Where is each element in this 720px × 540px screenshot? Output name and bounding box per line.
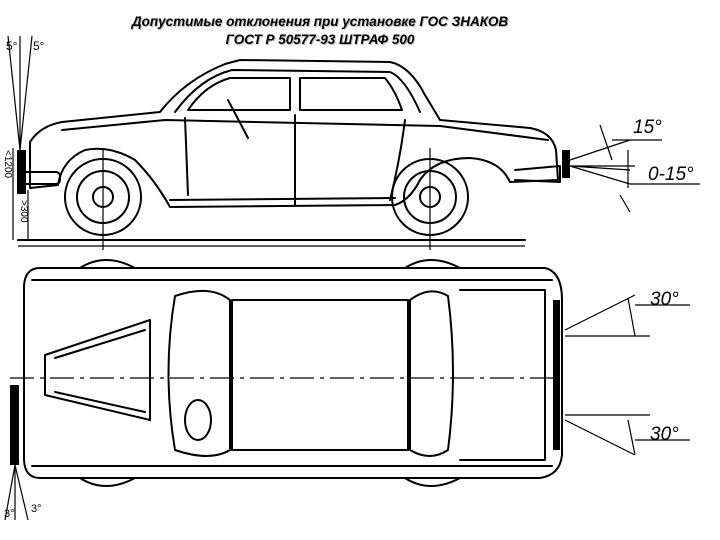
trunk-top [459, 289, 546, 461]
hood-shape [44, 319, 151, 421]
roof-top [231, 299, 409, 451]
rear-upper-angle-lines [564, 294, 690, 337]
car-body-top [23, 267, 563, 479]
title-line-1: Допустимые отклонения при установке ГОС … [131, 14, 509, 29]
rear-side-lower-label: 30° [650, 424, 679, 445]
rear-door-window [299, 77, 403, 111]
side-view [7, 35, 700, 250]
height-max-label: <1200 [2, 150, 13, 179]
height-min-label: >300 [18, 200, 29, 223]
steering-wheel [184, 399, 212, 441]
rear-tilt-leaders [612, 139, 700, 185]
rear-bumper-side [514, 165, 561, 183]
wheel-bulges [79, 259, 461, 487]
front-plate-top [10, 385, 19, 465]
front-bottom-angle-lines [4, 464, 29, 521]
rocker-panel [169, 197, 396, 201]
top-view [4, 259, 690, 521]
rear-tilt-arcs [599, 124, 631, 213]
hood-lines [54, 329, 146, 413]
front-right-angle-label: 5° [33, 39, 45, 53]
rear-tilt-down-label: 0-15° [648, 164, 694, 185]
body-side-lines [31, 279, 553, 467]
rear-side-upper-label: 30° [650, 289, 679, 310]
front-left-angle-label: 5° [6, 39, 18, 53]
rear-plate-top [553, 300, 560, 450]
rear-plate-side [562, 150, 570, 178]
front-door-window [187, 77, 291, 111]
rear-tilt-lines [569, 139, 635, 185]
front-bottom-right-label: 3° [31, 503, 42, 515]
front-bottom-left-label: 3° [4, 508, 15, 520]
rear-window-top [409, 290, 454, 457]
door-line-front [184, 117, 189, 196]
title-line-2: ГОСТ Р 50577-93 ШТРАФ 500 [225, 32, 415, 47]
front-angle-lines [7, 35, 33, 151]
front-plate-side [17, 150, 26, 194]
roofline [174, 69, 421, 113]
beltline [61, 119, 549, 141]
car-body-side [29, 59, 559, 208]
front-bumper-side [21, 171, 61, 185]
windshield-top [167, 289, 231, 457]
rear-lower-angle-lines [564, 414, 690, 456]
mirror-stalk [227, 99, 249, 139]
rear-tilt-up-label: 15° [633, 117, 662, 138]
